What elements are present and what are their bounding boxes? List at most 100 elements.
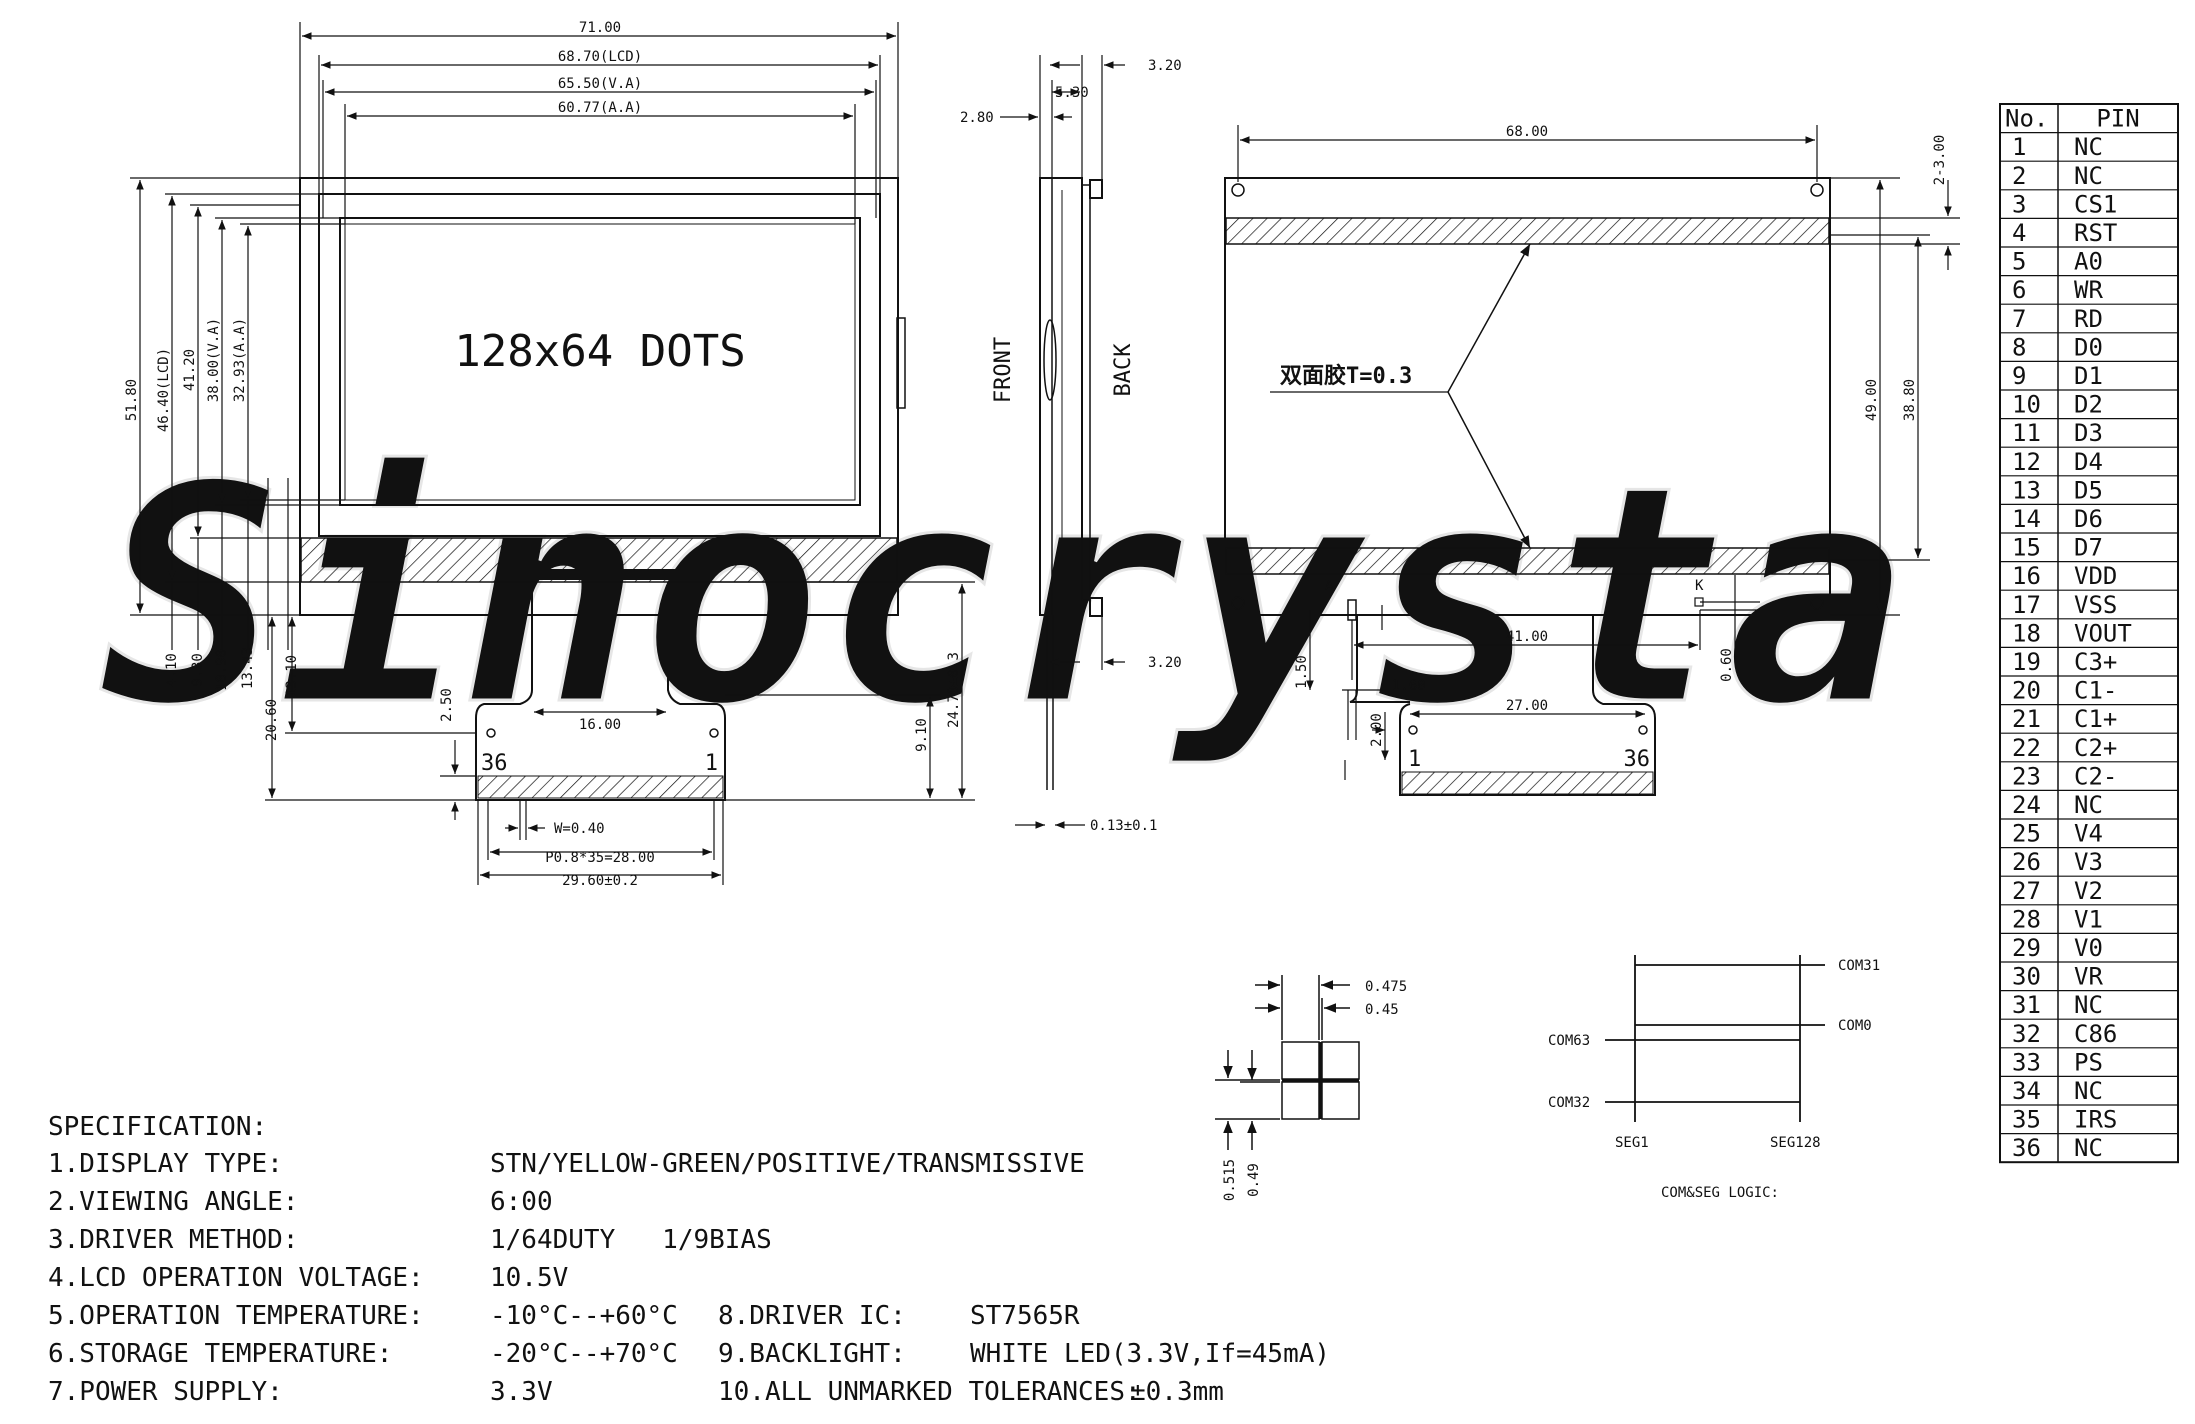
pin-table-number: 25 [2012, 820, 2041, 848]
dim-side-5-30: 5.30 [1055, 85, 1089, 101]
pin-table-header-no: No. [2005, 105, 2048, 133]
dim-68-70: 68.70(LCD) [558, 49, 642, 65]
pin-table-number: 10 [2012, 391, 2041, 419]
pin-table-number: 34 [2012, 1077, 2041, 1105]
spec-label: 1.DISPLAY TYPE: [48, 1149, 283, 1179]
ic-chip [529, 569, 701, 580]
spec-value: 6:00 [490, 1187, 553, 1217]
dim-side-3-20: 3.20 [1148, 58, 1182, 74]
pin-table-number: 24 [2012, 791, 2041, 819]
com0-label: COM0 [1838, 1018, 1872, 1034]
dim-back-49-00: 49.00 [1864, 379, 1880, 421]
pin-table-name: WR [2074, 276, 2103, 304]
pin-table-number: 28 [2012, 905, 2041, 933]
dim-41-20: 41.20 [182, 349, 198, 391]
pin-table-name: NC [2074, 1134, 2103, 1162]
spec-value: -10°C--+60°C [490, 1301, 678, 1331]
back-dim-lines [1237, 125, 1960, 780]
pin-table-name: VSS [2074, 591, 2117, 619]
dim-back-1-50: 1.50 [1294, 655, 1310, 689]
dim-0-475: 0.475 [1365, 979, 1407, 995]
back-pin-36-label: 36 [1624, 747, 1651, 772]
pin-table-name: C1- [2074, 677, 2117, 705]
pin-table-number: 9 [2012, 362, 2026, 390]
spec-label: 6.STORAGE TEMPERATURE: [48, 1339, 392, 1369]
pin-table-number: 22 [2012, 734, 2041, 762]
viewing-area [339, 217, 861, 506]
spec-label: 4.LCD OPERATION VOLTAGE: [48, 1263, 424, 1293]
dim-back-27-00: 27.00 [1506, 698, 1548, 714]
spec-value: ±0.3mm [1130, 1377, 1224, 1407]
dim-fpc-width: 29.60±0.2 [562, 873, 638, 889]
spec-value: 1/64DUTY 1/9BIAS [490, 1225, 772, 1255]
fpc-tail [475, 582, 726, 801]
dim-46-40: 46.40(LCD) [156, 348, 172, 432]
dim-back-38-80: 38.80 [1902, 379, 1918, 421]
dim-38-00: 38.00(V.A) [206, 318, 222, 402]
spec-label: 7.POWER SUPPLY: [48, 1377, 283, 1407]
pin-table-number: 16 [2012, 562, 2041, 590]
pin-table-name: VOUT [2074, 619, 2132, 647]
pin-table-name: NC [2074, 162, 2103, 190]
pin-table-number: 20 [2012, 677, 2041, 705]
front-label: FRONT [991, 337, 1016, 403]
dim-side-2-80: 2.80 [960, 110, 994, 126]
pin-table-name: VDD [2074, 562, 2117, 590]
pin-table-header-pin: PIN [2096, 105, 2139, 133]
dim-13-43: 13.43 [240, 647, 256, 689]
fpc-pin-36-label: 36 [481, 751, 508, 776]
pin-table-name: D7 [2074, 534, 2103, 562]
fpc-pin-1-label: 1 [705, 751, 718, 776]
pin-table-name: C86 [2074, 1020, 2117, 1048]
pin-table-number: 5 [2012, 248, 2026, 276]
pin-table-number: 18 [2012, 619, 2041, 647]
pin-table-number: 2 [2012, 162, 2026, 190]
pin-table-name: PS [2074, 1048, 2103, 1076]
module-outline [299, 177, 899, 616]
pin-table-name: D5 [2074, 476, 2103, 504]
com-seg-caption: COM&SEG LOGIC: [1661, 1185, 1779, 1201]
dim-side-3-20b: 3.20 [1148, 655, 1182, 671]
side-dim-lines [1000, 55, 1125, 829]
tape-note: 双面胶T=0.3 [1280, 363, 1412, 389]
pin-table-name: NC [2074, 133, 2103, 161]
pin-table-name: V3 [2074, 848, 2103, 876]
dim-2-50: 2.50 [439, 688, 455, 722]
pin-table-number: 23 [2012, 762, 2041, 790]
pin-table-name: IRS [2074, 1106, 2117, 1134]
com-seg-logic [1605, 955, 1825, 1122]
pin-table-name: V4 [2074, 820, 2103, 848]
pin-table-number: 32 [2012, 1020, 2041, 1048]
tape-bottom [1225, 547, 1830, 575]
pin-table-number: 27 [2012, 877, 2041, 905]
pin-table-number: 29 [2012, 934, 2041, 962]
pin-table-number: 19 [2012, 648, 2041, 676]
dim-9-30: 9.30 [190, 653, 206, 687]
pin-table-name: V1 [2074, 905, 2103, 933]
dim-60-77: 60.77(A.A) [558, 100, 642, 116]
dim-71: 71.00 [579, 20, 621, 36]
label-a: A [1325, 578, 1334, 594]
spec-label: 10.ALL UNMARKED TOLERANCES: [718, 1377, 1141, 1407]
pin-table-number: 12 [2012, 448, 2041, 476]
com31-label: COM31 [1838, 958, 1880, 974]
spec-label: 9.BACKLIGHT: [718, 1339, 906, 1369]
pin-table-number: 15 [2012, 534, 2041, 562]
pin-table-name: RD [2074, 305, 2103, 333]
pin-table-number: 4 [2012, 219, 2026, 247]
dim-0-49: 0.49 [1246, 1163, 1262, 1197]
pin-table-number: 14 [2012, 505, 2041, 533]
watermark: Sinocrysta [100, 422, 1906, 771]
specification-block: SPECIFICATION: 1.DISPLAY TYPE: STN/YELLO… [48, 1112, 1330, 1407]
pin-table-name: CS1 [2074, 190, 2117, 218]
spec-value: 3.3V [490, 1377, 553, 1407]
dim-back-2-00: 2.00 [1369, 713, 1385, 747]
pin-table-name: VR [2074, 963, 2103, 991]
spec-label: 8.DRIVER IC: [718, 1301, 906, 1331]
tape-top [1225, 217, 1830, 245]
back-pin-1-label: 1 [1408, 747, 1421, 772]
pin-table-name: D3 [2074, 419, 2103, 447]
pin-table-number: 33 [2012, 1048, 2041, 1076]
